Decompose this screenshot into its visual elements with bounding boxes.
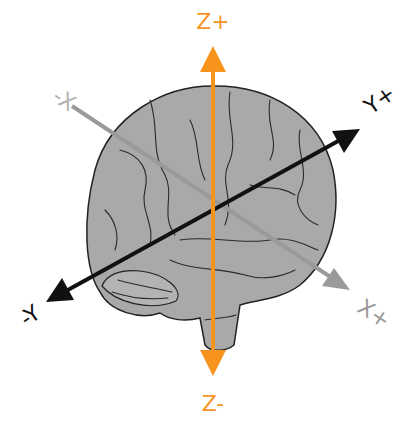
x-axis-arrowhead	[322, 268, 350, 290]
z-axis-arrowhead	[200, 350, 226, 376]
y-axis-arrowhead	[46, 278, 74, 302]
axis-label: Z+	[196, 11, 230, 33]
axis-label: -Y	[16, 302, 44, 331]
y-axis-arrowhead	[332, 129, 360, 153]
y-axis	[46, 129, 360, 302]
cerebellum	[102, 271, 178, 306]
z-axis-arrowhead	[200, 46, 226, 72]
x-axis-line	[72, 106, 332, 278]
axis-label: -X	[49, 85, 79, 115]
axis-label: Y+	[361, 82, 400, 118]
axis-label: Z-	[202, 393, 225, 415]
z-axis	[200, 46, 226, 376]
axis-label: X+	[354, 296, 394, 333]
y-axis-line	[66, 140, 340, 291]
z-axis-line	[211, 66, 215, 356]
